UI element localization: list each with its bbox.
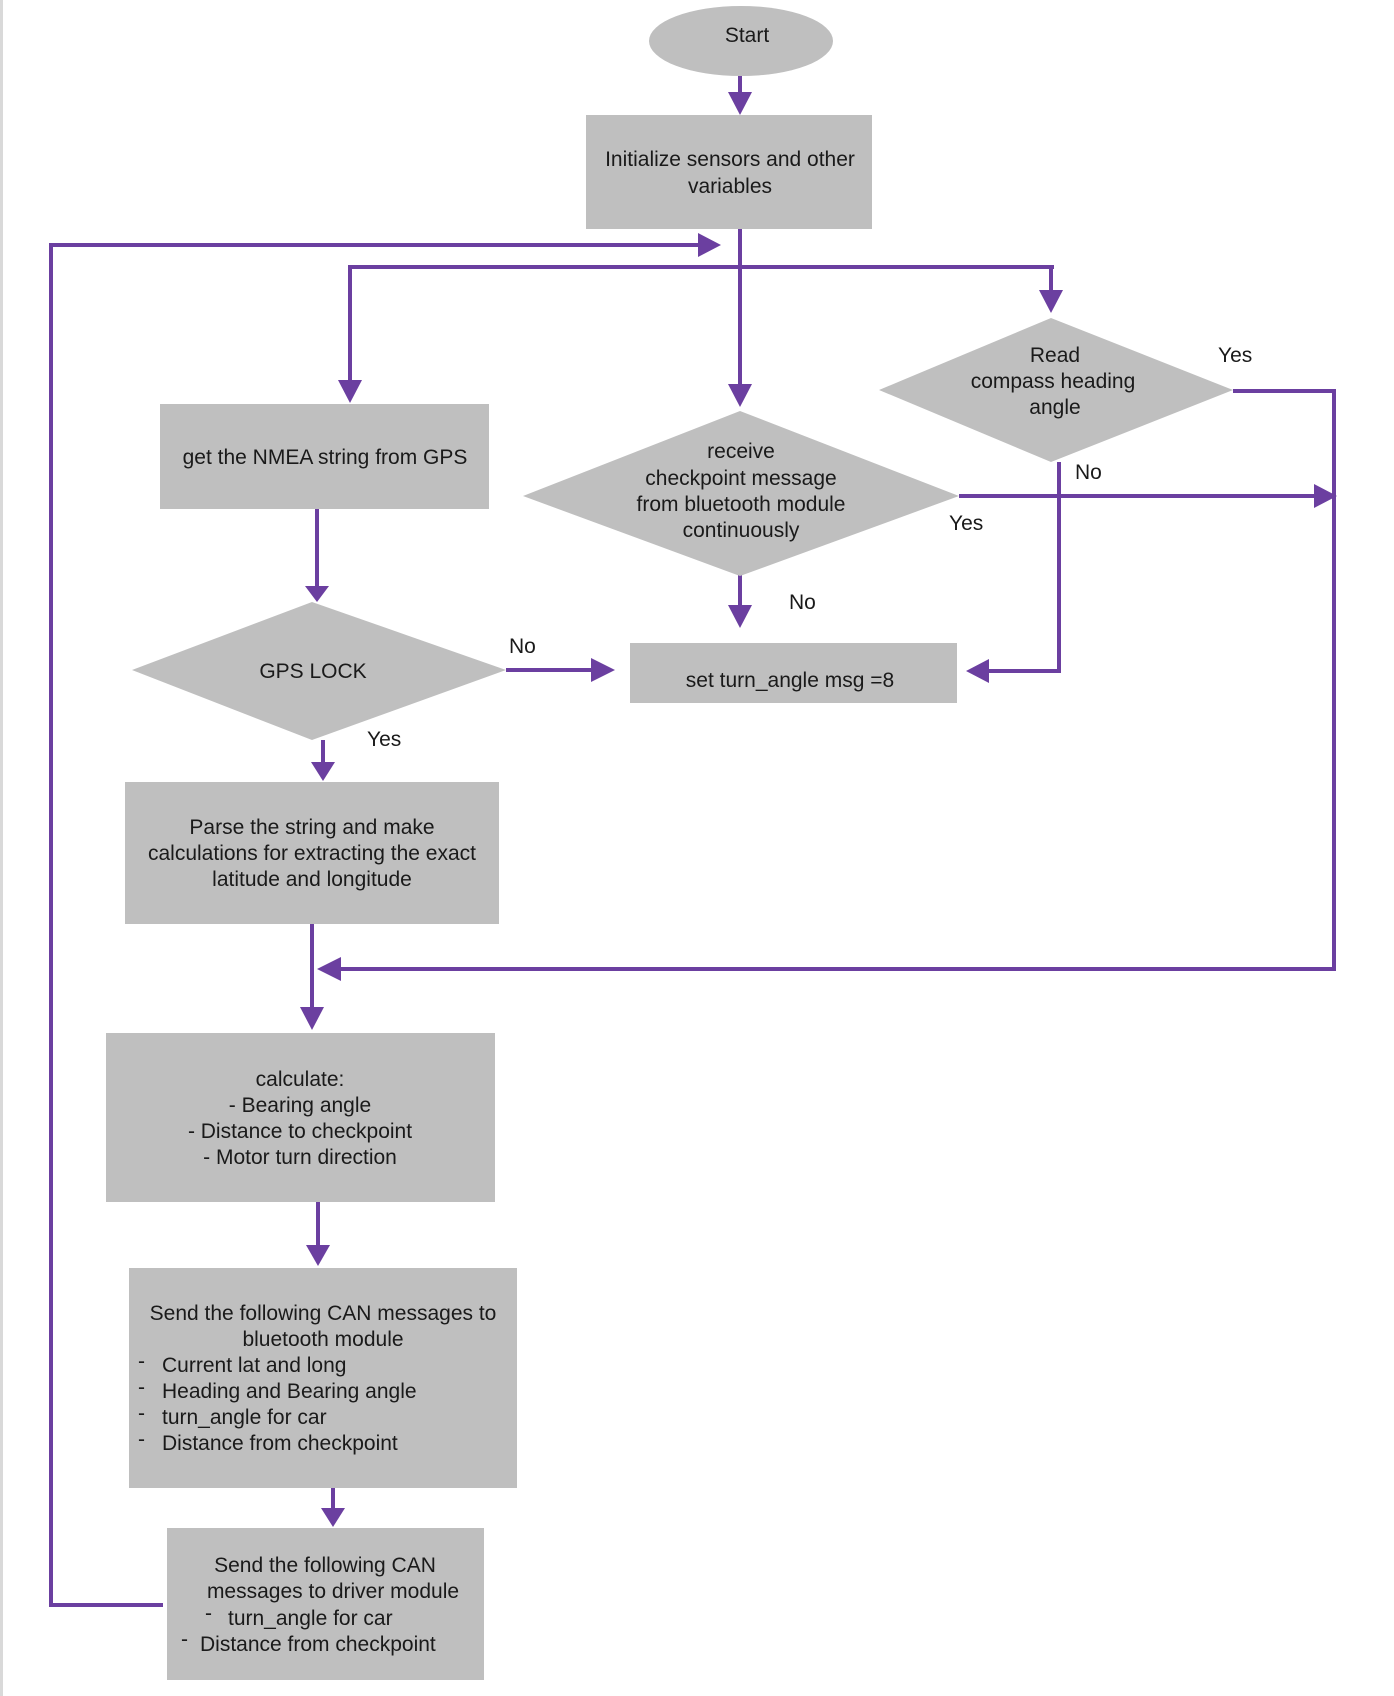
node-labels: Start Initialize sensors and other varia…	[138, 24, 1135, 1656]
gps-no-label: No	[509, 635, 536, 658]
arrow-to-init	[728, 92, 752, 115]
compass-label-line-1: Read	[1030, 344, 1080, 367]
edge-compass-yes	[340, 389, 1336, 971]
calculate-label-line-4: - Motor turn direction	[203, 1146, 397, 1169]
compass-yes-label: Yes	[1218, 344, 1252, 367]
init-process-box	[586, 115, 872, 229]
send-bt-label-line-2: bluetooth module	[242, 1328, 403, 1351]
send-bt-item-3: turn_angle for car	[162, 1406, 327, 1429]
edge-labels: Yes No Yes No No Yes	[367, 344, 1252, 751]
gps-yes-label: Yes	[367, 728, 401, 751]
start-terminal	[649, 6, 833, 76]
arrow-loop-into-init	[698, 233, 721, 257]
arrow-return-left	[317, 957, 341, 981]
init-label-line-2: variables	[688, 175, 772, 198]
receive-label-line-1: receive	[707, 440, 775, 463]
arrow-to-send-bt	[306, 1245, 330, 1266]
arrow-to-parse	[311, 762, 335, 781]
send-driver-item-1: turn_angle for car	[228, 1607, 393, 1630]
calculate-process-box	[106, 1033, 495, 1202]
set-turn-label: set turn_angle msg =8	[686, 669, 894, 692]
receive-label-line-2: checkpoint message	[645, 467, 836, 490]
gps-lock-label: GPS LOCK	[259, 660, 366, 683]
arrow-receive-no-down	[728, 605, 752, 628]
receive-label-line-4: continuously	[683, 519, 800, 542]
send-bt-item-1: Current lat and long	[162, 1354, 346, 1377]
node-shapes	[106, 6, 1233, 1680]
arrowheads	[300, 92, 1337, 1527]
send-driver-bullet-2: -	[181, 1628, 188, 1651]
calculate-label-line-2: - Bearing angle	[229, 1094, 371, 1117]
page-border	[0, 0, 3, 1696]
edge-compass-no	[988, 462, 1061, 673]
parse-process-box	[125, 782, 499, 924]
parse-label-line-1: Parse the string and make	[189, 816, 434, 839]
receive-yes-label: Yes	[949, 512, 983, 535]
send-driver-label-line-1: Send the following CAN	[214, 1554, 436, 1577]
arrow-to-receive	[728, 384, 752, 407]
arrow-compass-no-left	[966, 659, 989, 683]
calculate-label-line-3: - Distance to checkpoint	[188, 1120, 412, 1143]
set-turn-process-box	[630, 643, 957, 703]
arrow-receive-yes-right	[1314, 484, 1337, 508]
arrow-gps-no-right	[591, 658, 615, 682]
calculate-label-line-1: calculate:	[256, 1068, 345, 1091]
arrow-to-compass	[1039, 290, 1063, 313]
send-bt-process-box	[129, 1268, 517, 1488]
compass-label-line-3: angle	[1029, 396, 1080, 419]
edge-loop-back	[49, 243, 706, 1607]
send-bt-bullet-4: -	[138, 1428, 145, 1451]
receive-label-line-3: from bluetooth module	[637, 493, 846, 516]
send-driver-bullet-1: -	[205, 1602, 212, 1625]
receive-no-label: No	[789, 591, 816, 614]
send-bt-item-4: Distance from checkpoint	[162, 1432, 398, 1455]
arrow-to-nmea	[338, 380, 362, 403]
init-label-line-1: Initialize sensors and other	[605, 148, 855, 171]
parse-label-line-2: calculations for extracting the exact	[148, 842, 476, 865]
compass-decision-diamond	[879, 318, 1233, 462]
send-bt-bullet-1: -	[138, 1350, 145, 1373]
send-bt-bullet-3: -	[138, 1402, 145, 1425]
get-nmea-label: get the NMEA string from GPS	[183, 446, 468, 469]
receive-decision-diamond	[523, 411, 959, 576]
get-nmea-process-box	[160, 404, 489, 509]
arrow-to-gps-lock	[305, 586, 329, 602]
compass-no-label: No	[1075, 461, 1102, 484]
start-label: Start	[725, 24, 770, 47]
compass-label-line-2: compass heading	[971, 370, 1136, 393]
arrow-to-calculate	[300, 1007, 324, 1030]
send-driver-process-box	[167, 1528, 484, 1680]
send-bt-bullet-2: -	[138, 1376, 145, 1399]
arrow-to-send-driver	[321, 1508, 345, 1527]
send-driver-label-line-2: messages to driver module	[207, 1580, 459, 1603]
send-bt-item-2: Heading and Bearing angle	[162, 1380, 417, 1403]
send-driver-item-2: Distance from checkpoint	[200, 1633, 436, 1656]
gps-lock-decision-diamond	[132, 602, 506, 740]
send-bt-label-line-1: Send the following CAN messages to	[150, 1302, 497, 1325]
parse-label-line-3: latitude and longitude	[212, 868, 412, 891]
